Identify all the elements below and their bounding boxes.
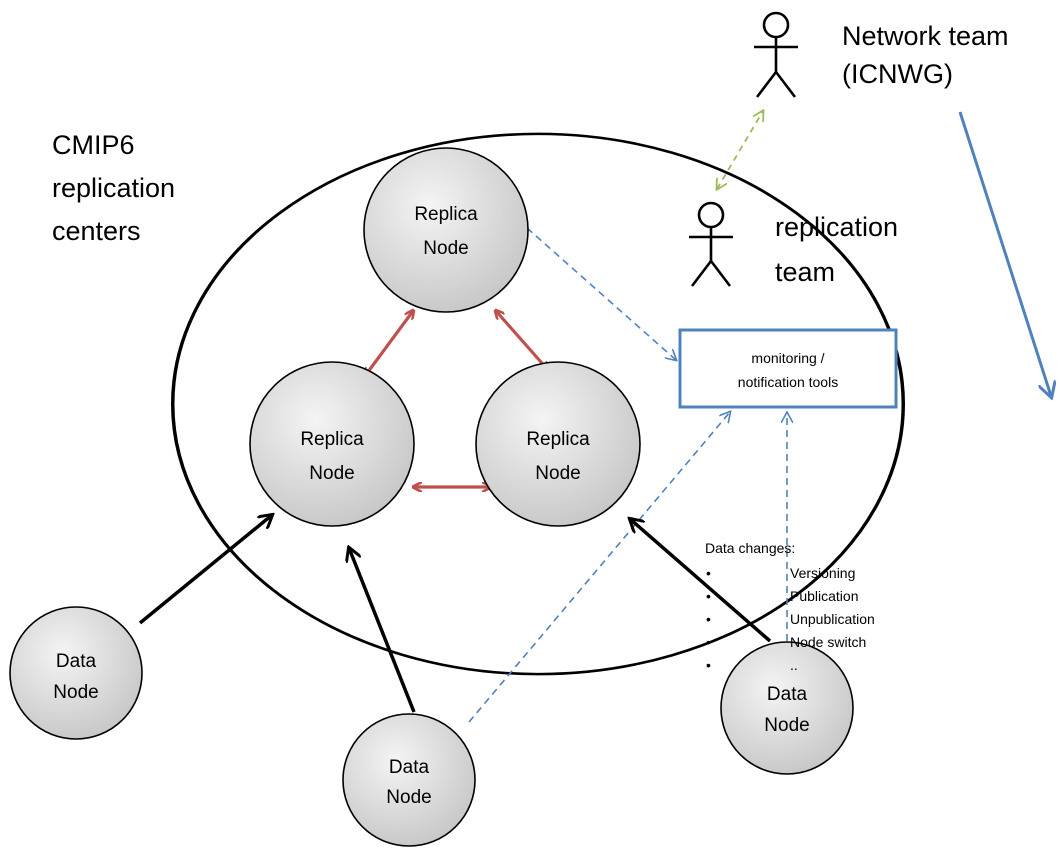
data-node-bottom-line-2: Node (386, 787, 431, 808)
replication-team-label: replication team (775, 212, 906, 287)
data-changes-title: Data changes: (705, 540, 795, 556)
bullet-4: • (706, 634, 711, 650)
data-changes-list: Data changes: • Versioning • Publication… (705, 540, 875, 673)
data-change-item-2: Publication (790, 588, 859, 604)
replica-node-top-line-2: Node (423, 238, 468, 259)
monitoring-line-2: notification tools (738, 374, 838, 390)
replica-node-right-line-1: Replica (526, 429, 590, 450)
data-change-item-5: .. (790, 657, 798, 673)
monitoring-line-1: monitoring / (751, 350, 824, 366)
peer-arrow-top-right (496, 311, 548, 370)
data-change-item-1: Versioning (790, 565, 855, 581)
dashed-link-bottom-data (468, 412, 730, 723)
replica-node-right: Replica Node (475, 361, 641, 527)
network-team-arrow (958, 111, 1051, 396)
data-node-left-line-1: Data (56, 651, 97, 672)
data-change-item-3: Unpublication (790, 611, 875, 627)
bullet-1: • (706, 565, 711, 581)
replica-node-top: Replica Node (363, 147, 529, 313)
data-node-right: Data Node (720, 641, 854, 775)
monitoring-box: monitoring / notification tools (678, 328, 898, 409)
peer-arrow-top-left (365, 311, 413, 376)
replication-centers-circle (170, 132, 906, 676)
replica-node-left-line-1: Replica (300, 429, 364, 450)
replica-node-right-line-2: Node (535, 463, 580, 484)
data-node-bottom: Data Node (342, 713, 476, 847)
data-arrow-left (138, 515, 272, 625)
replication-team-actor (689, 201, 733, 287)
data-node-left: Data Node (9, 606, 143, 740)
network-team-label: Network team (ICNWG) (842, 21, 1016, 89)
network-team-actor (754, 11, 798, 98)
data-change-item-4: Node switch (790, 634, 866, 650)
replica-node-left-line-2: Node (309, 463, 354, 484)
data-node-bottom-line-1: Data (389, 757, 430, 778)
data-arrow-bottom (349, 548, 416, 713)
replica-node-left: Replica Node (249, 361, 415, 527)
dashed-link-top-replica (526, 227, 676, 360)
replica-node-top-line-1: Replica (414, 204, 478, 225)
bullet-5: • (706, 657, 711, 673)
bullet-3: • (706, 611, 711, 627)
cmip6-label: CMIP6 replication centers (52, 130, 183, 246)
data-node-right-line-2: Node (764, 715, 809, 736)
data-arrow-right (630, 519, 772, 643)
data-node-right-line-1: Data (767, 684, 808, 705)
data-node-left-line-2: Node (53, 682, 98, 703)
bullet-2: • (706, 588, 711, 604)
actor-link-arrow (717, 111, 763, 189)
